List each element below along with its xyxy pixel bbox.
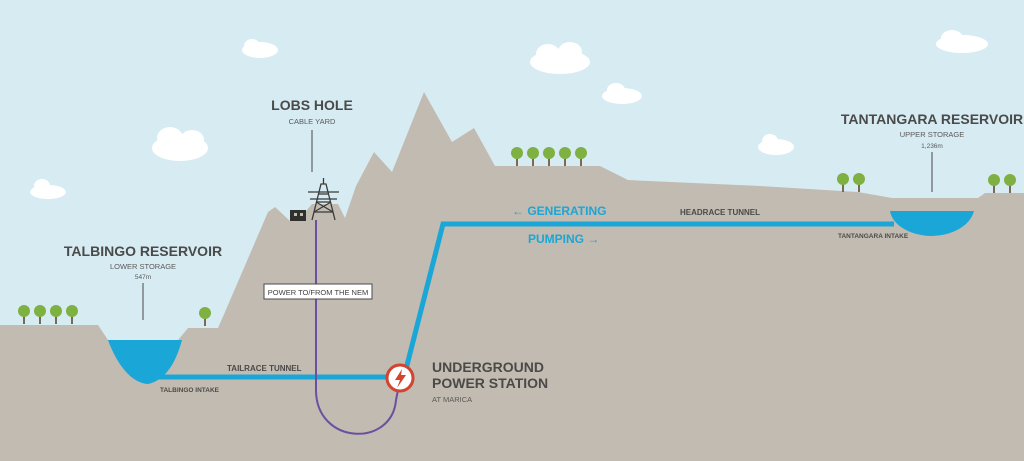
tantangara-elevation: 1,236m bbox=[921, 143, 943, 150]
tree-icon bbox=[527, 147, 539, 166]
talbingo-role: LOWER STORAGE bbox=[110, 262, 176, 271]
tantangara-title: TANTANGARA RESERVOIR bbox=[841, 111, 1023, 127]
transmission-tower-icon bbox=[308, 178, 339, 221]
tunnels bbox=[152, 221, 894, 380]
tree-icon bbox=[575, 147, 587, 166]
station-title-line2: POWER STATION bbox=[432, 375, 548, 391]
tantangara-role: UPPER STORAGE bbox=[900, 130, 964, 139]
cloud bbox=[758, 134, 794, 155]
generating-label: ← GENERATING bbox=[512, 204, 606, 218]
cloud bbox=[530, 42, 590, 74]
talbingo-intake: TALBINGO INTAKE bbox=[160, 387, 220, 394]
station-title-line1: UNDERGROUND bbox=[432, 359, 544, 375]
lobs-hole-title: LOBS HOLE bbox=[271, 97, 353, 113]
tree-icon bbox=[837, 173, 849, 192]
tailrace-label: TAILRACE TUNNEL bbox=[227, 364, 302, 373]
talbingo-water bbox=[108, 340, 182, 384]
station-subtitle: AT MARICA bbox=[432, 395, 472, 404]
power-cable bbox=[315, 220, 399, 435]
tree-icon bbox=[34, 305, 46, 324]
talbingo-elevation: 547m bbox=[135, 274, 151, 281]
clouds bbox=[30, 30, 988, 199]
nem-label-box: POWER TO/FROM THE NEM bbox=[263, 283, 373, 300]
cloud bbox=[242, 39, 278, 58]
terrain bbox=[0, 92, 1024, 461]
tantangara-intake: TANTANGARA INTAKE bbox=[838, 233, 909, 240]
tantangara-water bbox=[890, 211, 974, 236]
power-station-icon bbox=[385, 363, 415, 393]
cloud bbox=[152, 127, 208, 161]
tree-icon bbox=[199, 307, 211, 326]
tree-icon bbox=[50, 305, 62, 324]
cloud bbox=[602, 83, 642, 104]
tree-icon bbox=[66, 305, 78, 324]
headrace-tunnel bbox=[401, 221, 894, 378]
nem-label: POWER TO/FROM THE NEM bbox=[268, 288, 368, 297]
tree-icon bbox=[853, 173, 865, 192]
tree-icon bbox=[511, 147, 523, 166]
callout-lines bbox=[142, 130, 933, 320]
tree-icon bbox=[988, 174, 1000, 193]
tree-icon bbox=[543, 147, 555, 166]
headrace-label: HEADRACE TUNNEL bbox=[680, 208, 760, 217]
tree-icon bbox=[18, 305, 30, 324]
talbingo-title: TALBINGO RESERVOIR bbox=[64, 243, 222, 259]
building-icon bbox=[290, 210, 306, 221]
tree-icon bbox=[559, 147, 571, 166]
trees bbox=[18, 147, 1016, 326]
cloud bbox=[30, 179, 66, 199]
cloud bbox=[936, 30, 988, 53]
pumping-label: PUMPING → bbox=[528, 232, 599, 246]
tree-icon bbox=[1004, 174, 1016, 193]
lobs-hole-subtitle: CABLE YARD bbox=[289, 117, 336, 126]
